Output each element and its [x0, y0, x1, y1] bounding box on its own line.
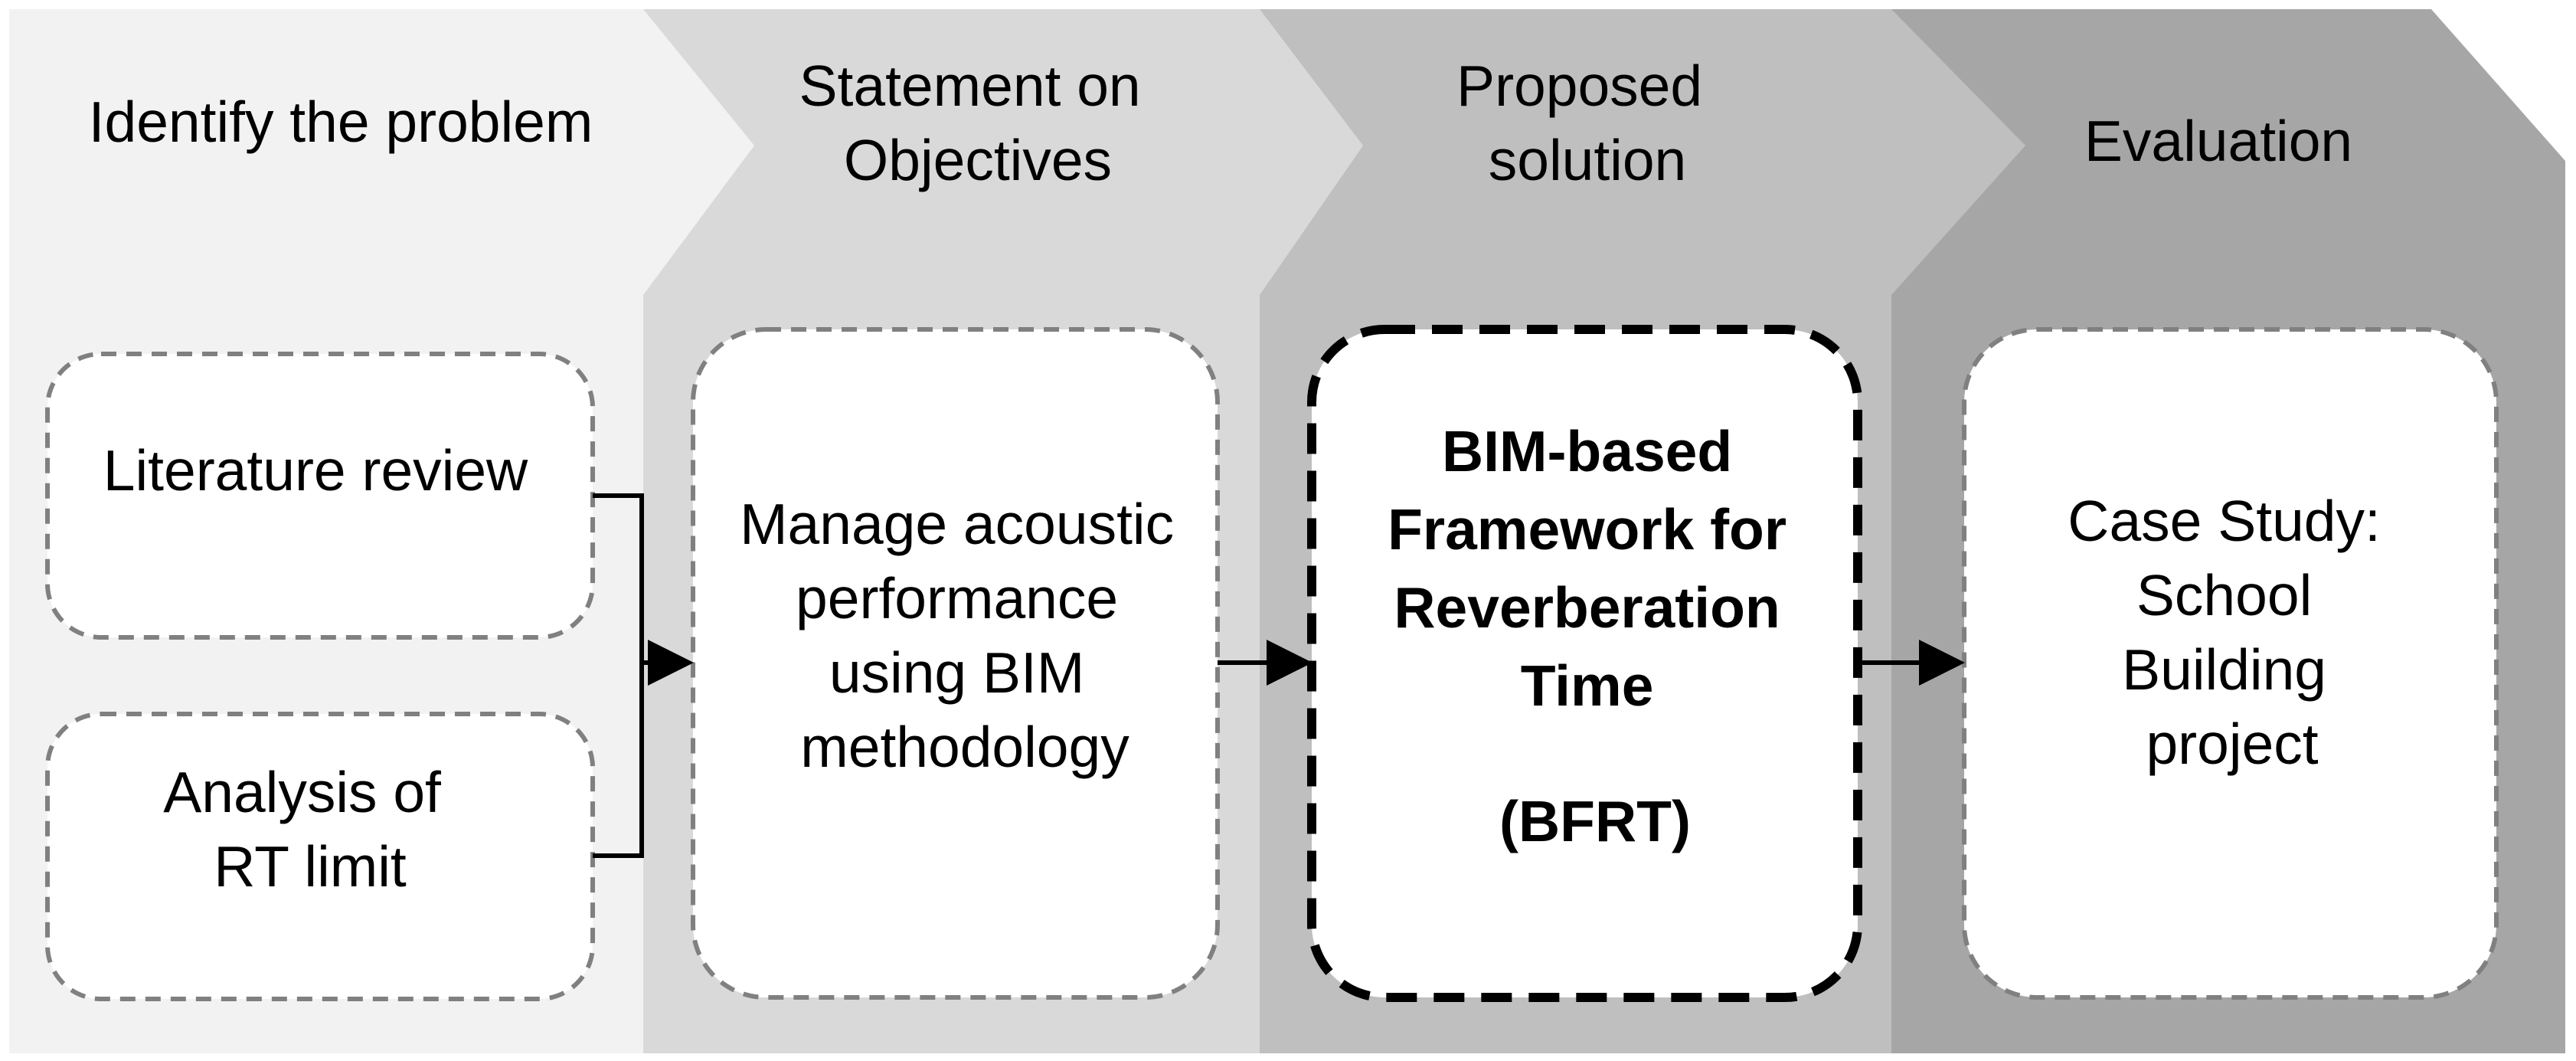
stage-title-proposed-solution: Proposed solution	[1456, 54, 1718, 192]
literature-review-label: Literature review	[103, 438, 528, 503]
rt-limit-analysis-label: Analysis of RT limit	[163, 760, 457, 899]
bfrt-framework-label: BIM-based Framework for Reverberation Ti…	[1388, 419, 1803, 853]
objectives-label: Manage acoustic performance using BIM me…	[740, 492, 1190, 779]
case-study-label: Case Study: School Building project	[2068, 489, 2396, 776]
stage-title-objectives: Statement on Objectives	[799, 54, 1157, 192]
stage-title-identify-problem: Identify the problem	[89, 90, 593, 154]
stage-title-evaluation: Evaluation	[2084, 109, 2352, 173]
merge-bracket-connector	[593, 493, 644, 858]
